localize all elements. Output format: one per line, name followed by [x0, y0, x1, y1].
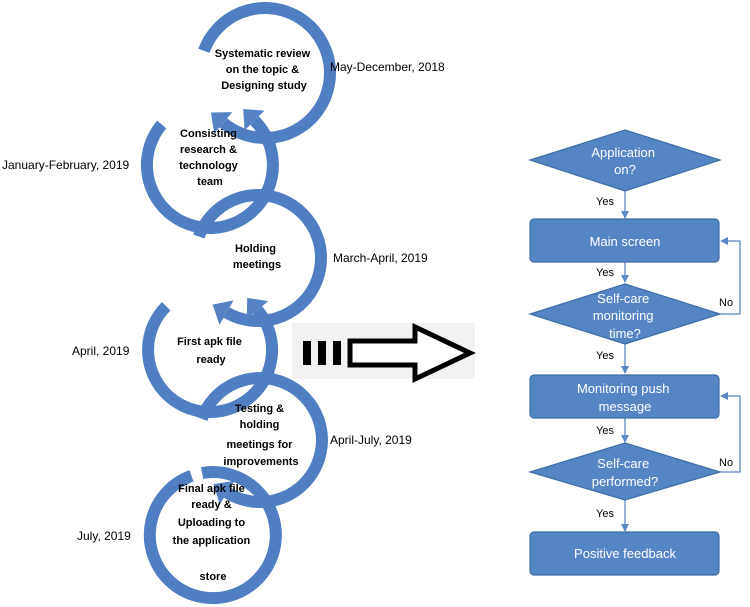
timeline-arrowhead-1: [211, 112, 233, 134]
svg-text:Application on?: Application on?: [591, 145, 658, 177]
edge-label-yes-3: Yes: [596, 350, 614, 362]
step-5-text: Testing & holding meetings for improveme…: [223, 403, 298, 468]
decision-monitoring-time: Self-care monitoring time?: [528, 283, 722, 345]
connectors: [621, 191, 741, 532]
timeline: Systematic review on the topic & Designi…: [2, 2, 445, 605]
flowchart: Yes Yes Yes Yes Yes No No Application on…: [527, 129, 741, 576]
svg-text:Main screen: Main screen: [590, 234, 661, 249]
decision-application-on: Application on?: [528, 129, 722, 192]
timeline-arc-2: [140, 116, 279, 235]
step-6-text: Final apk file ready & Uploading to the …: [173, 483, 254, 583]
svg-text:Monitoring push messag: Monitoring push message: [577, 381, 673, 414]
process-push-message: Monitoring push message: [529, 374, 720, 419]
timeline-arrowhead-3: [212, 300, 234, 325]
edge-label-no-1: No: [719, 297, 733, 309]
edge-label-yes-1: Yes: [596, 196, 614, 208]
edge-label-yes-4: Yes: [596, 425, 614, 437]
step-4-text: First apk file ready: [177, 336, 245, 366]
step-2-date: January-February, 2019: [2, 158, 130, 172]
process-main-screen: Main screen: [529, 218, 720, 263]
svg-text:Self-care monitoring: Self-care monitoring time?: [593, 291, 657, 341]
edge-label-yes-5: Yes: [596, 508, 614, 520]
timeline-arc-6: [143, 466, 282, 605]
timeline-arrowhead-4: [246, 297, 269, 320]
transition-arrow: [292, 323, 476, 383]
step-6-date: July, 2019: [77, 529, 131, 543]
edge-label-yes-2: Yes: [596, 267, 614, 279]
step-3-date: March-April, 2019: [333, 251, 428, 265]
step-4-date: April, 2019: [72, 344, 130, 358]
timeline-arc-3: [193, 189, 327, 328]
svg-text:Positive feedback: Positive feedback: [574, 546, 676, 561]
step-2-text: Consisting research & technology team: [179, 128, 241, 188]
step-3-text: Holding meetings: [233, 243, 281, 271]
step-1-date: May-December, 2018: [330, 60, 445, 74]
process-positive-feedback: Positive feedback: [529, 531, 720, 576]
timeline-arrowhead-2: [243, 109, 265, 131]
step-5-date: April-July, 2019: [330, 433, 412, 447]
edge-label-no-2: No: [719, 457, 733, 469]
step-1-text: Systematic review on the topic & Designi…: [215, 48, 313, 92]
timeline-arrowhead-5: [213, 480, 235, 505]
svg-text:Self-care performed?: Self-care performed?: [592, 456, 658, 489]
decision-self-care-performed: Self-care performed?: [527, 442, 723, 501]
